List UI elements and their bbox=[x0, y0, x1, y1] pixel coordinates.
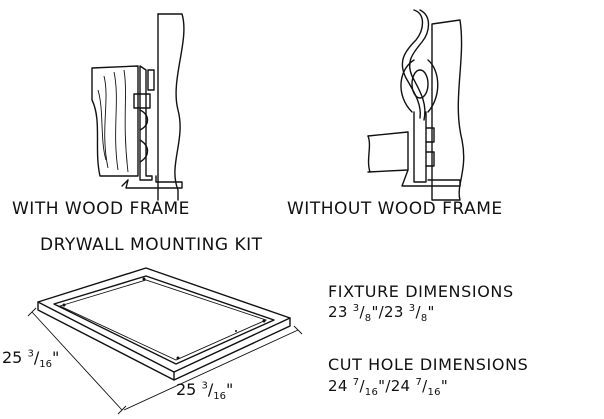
fixture-dimensions-value: 23 3/8"/23 3/8" bbox=[328, 303, 435, 324]
cut-hole-dimensions-value: 24 7/16"/24 7/16" bbox=[328, 377, 449, 398]
left-side-measurement: 25 3/16" bbox=[2, 348, 60, 371]
bottom-side-measurement: 25 3/16" bbox=[176, 380, 234, 403]
drywall-mounting-kit-title: DRYWALL MOUNTING KIT bbox=[40, 235, 263, 255]
fixture-dimensions-title: FIXTURE DIMENSIONS bbox=[328, 282, 514, 301]
cut-hole-dimensions-title: CUT HOLE DIMENSIONS bbox=[328, 355, 529, 374]
without-wood-frame-caption: WITHOUT WOOD FRAME bbox=[287, 199, 503, 219]
with-wood-frame-caption: WITH WOOD FRAME bbox=[12, 199, 190, 219]
